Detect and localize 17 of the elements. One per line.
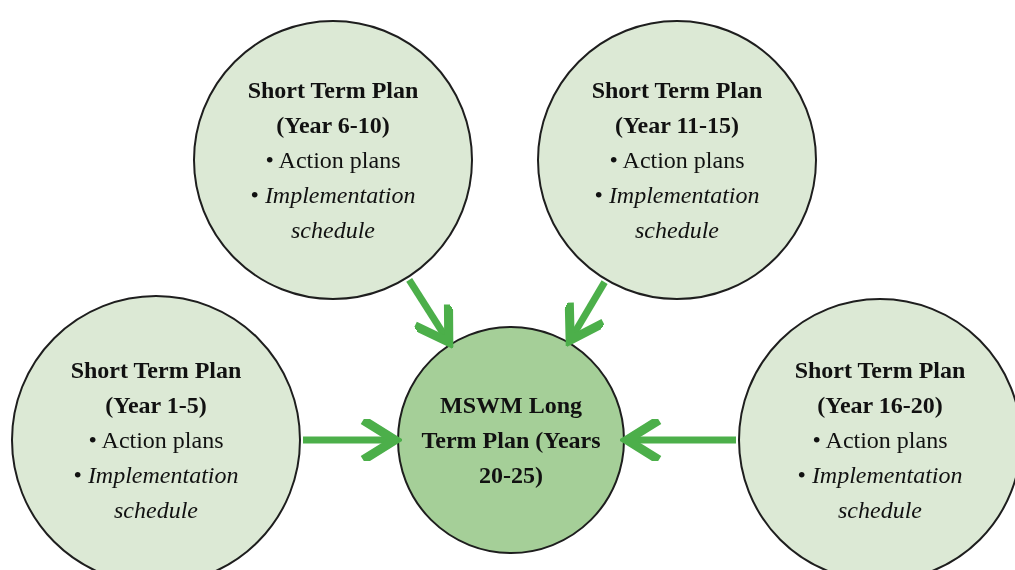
bullet-item: • Action plans [812,425,948,455]
bullet-item: • Implementation schedule [796,460,964,525]
bullet-item: • Action plans [88,425,224,455]
plan-heading: Short Term Plan (Year 1-5) [69,355,243,420]
bullet-item: • Action plans [265,145,401,175]
plan-heading: Short Term Plan (Year 16-20) [793,355,967,420]
bullet-item: • Action plans [609,145,745,175]
plan-heading: MSWM Long Term Plan (Years 20-25) [420,390,602,490]
arrow [622,417,736,463]
arrow [406,277,454,347]
bullet-item: • Implementation schedule [249,180,417,245]
bullet-item: • Implementation schedule [72,460,240,525]
arrow [564,280,608,345]
plan-heading: Short Term Plan (Year 11-15) [590,75,764,140]
plan-heading: Short Term Plan (Year 6-10) [246,75,420,140]
bullet-item: • Implementation schedule [593,180,761,245]
arrow [303,417,400,463]
